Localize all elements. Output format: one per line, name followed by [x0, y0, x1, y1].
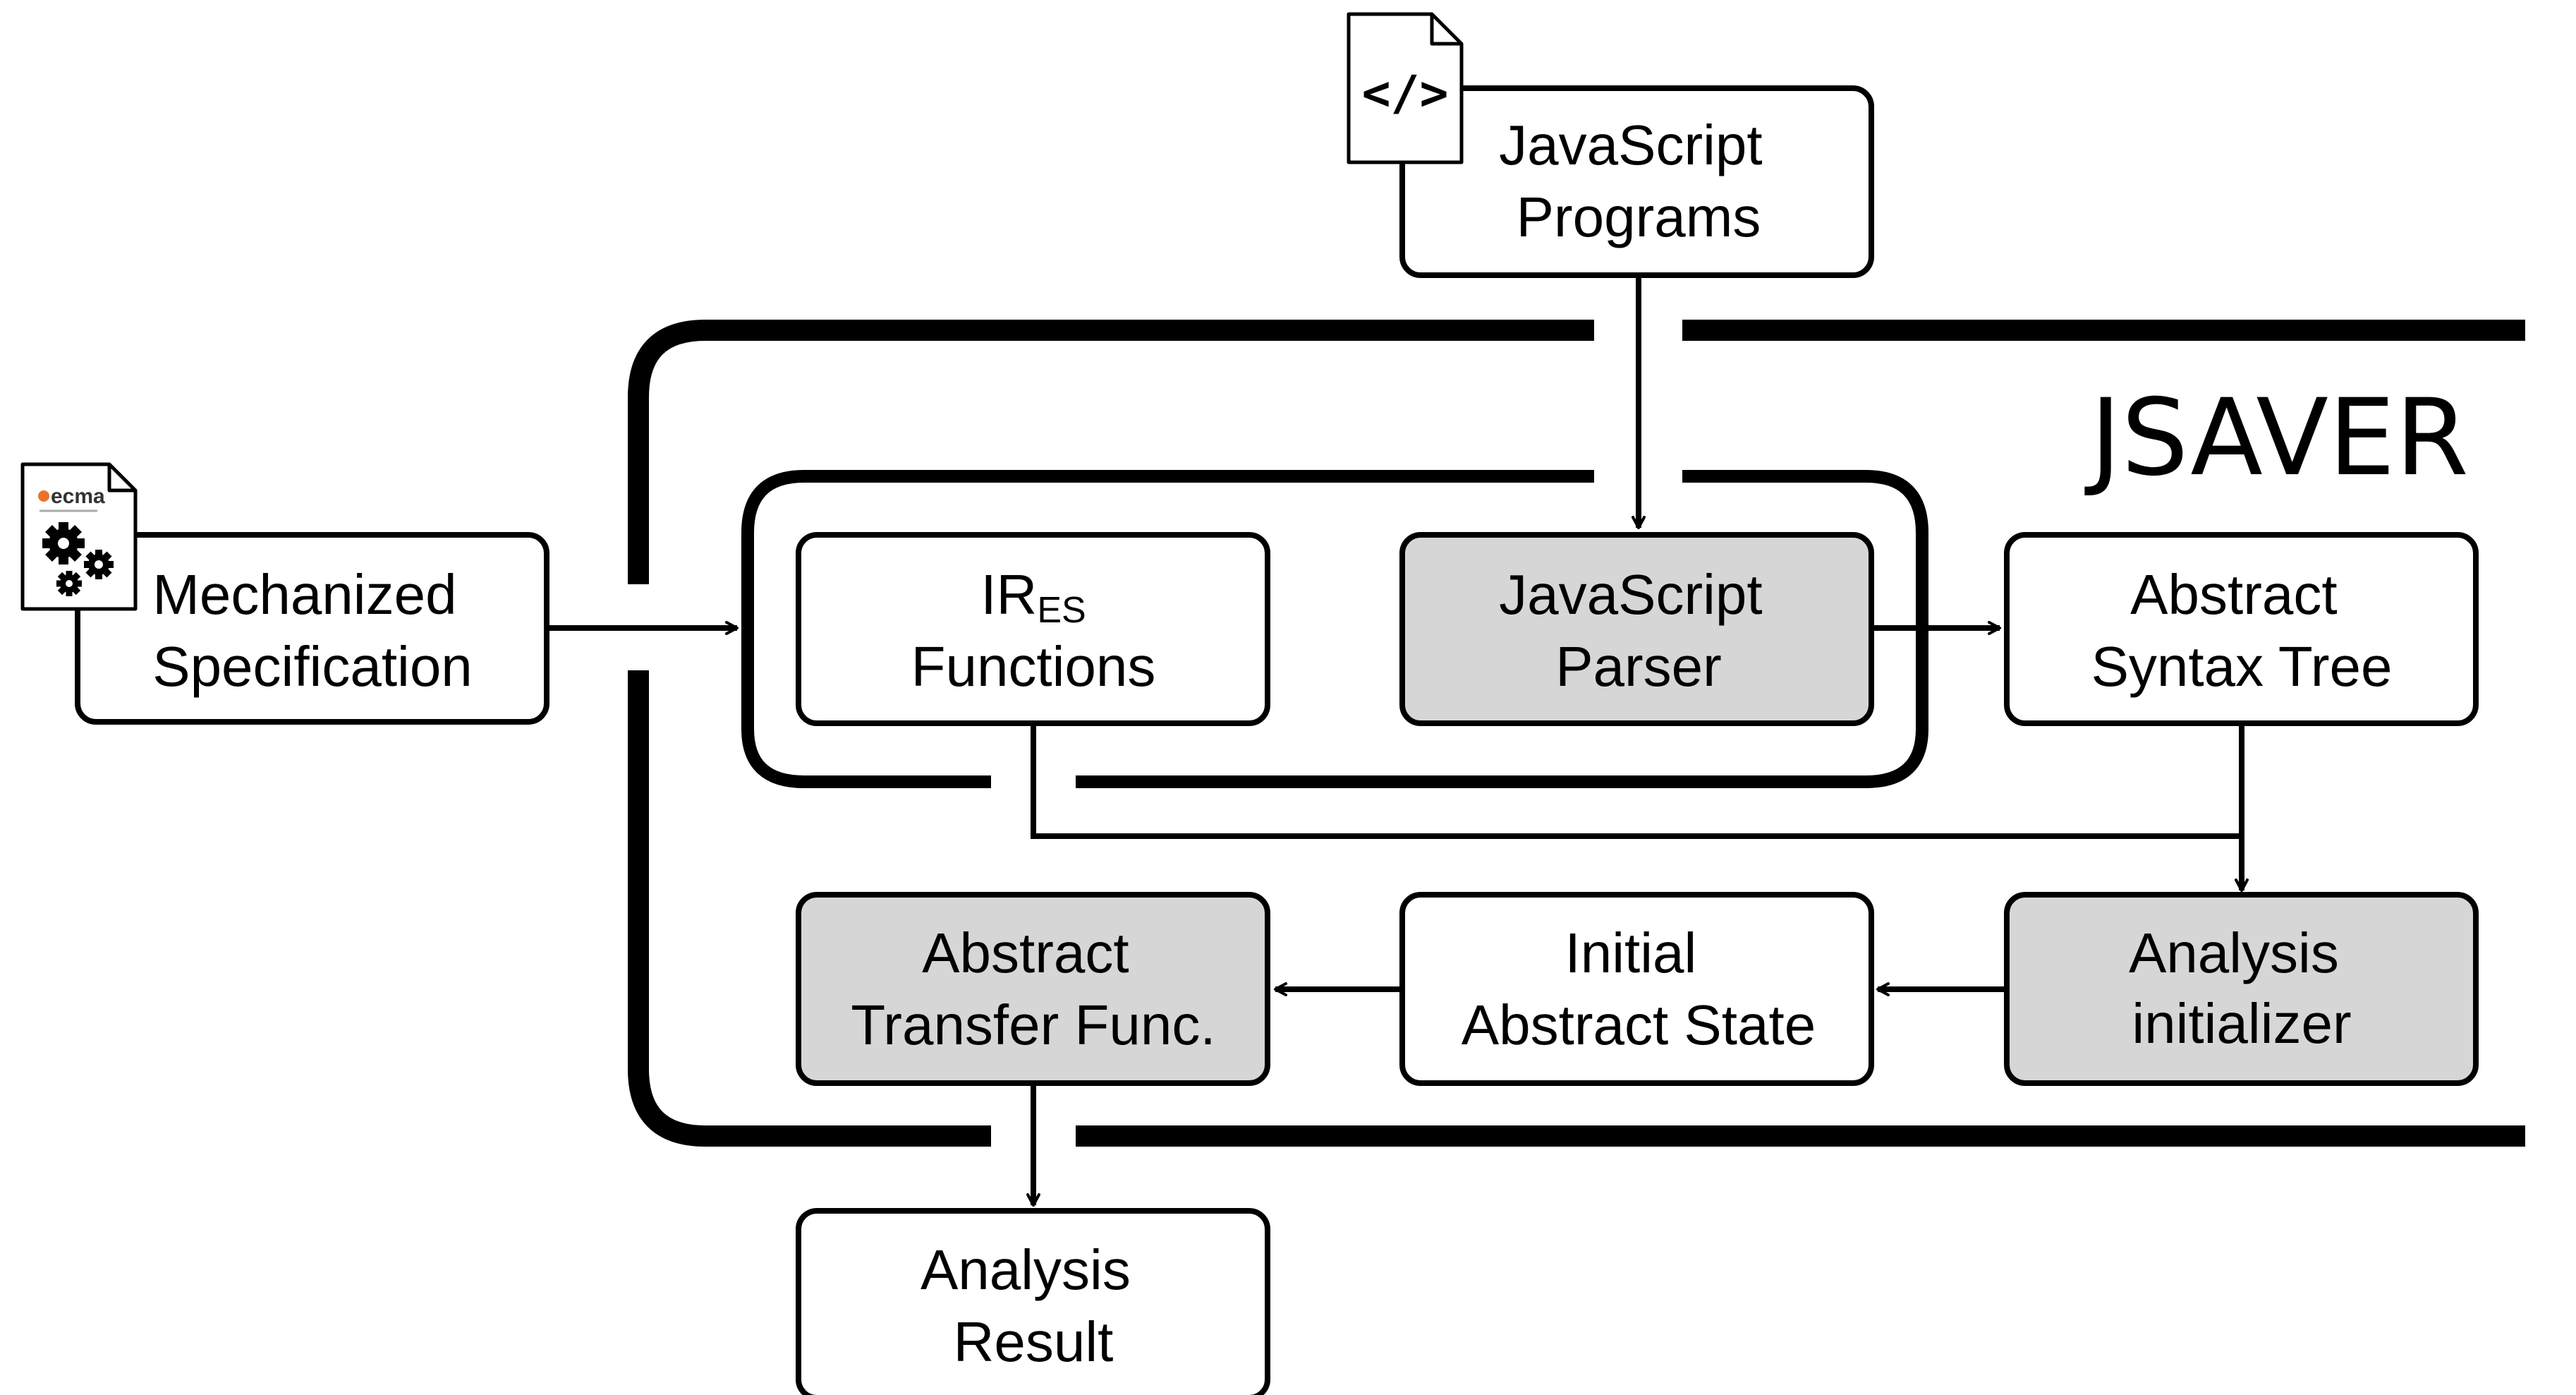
node-javascript-parser: JavaScript Parser — [1399, 532, 1874, 726]
state-label-line1: Initial — [1565, 922, 1697, 984]
jsaver-container: JSAVER — [628, 320, 2525, 1147]
initializer-label-line1: Analysis — [2129, 922, 2339, 984]
svg-text:JavaScript Parser: JavaScript Parser — [1499, 563, 1778, 698]
svg-text:Mechanized Specification: Mechanized Specification — [152, 563, 473, 698]
ir-label-line2: Functions — [911, 635, 1156, 698]
svg-text:Abstract Transfer Func.: Abstract Transfer Func. — [851, 922, 1215, 1056]
node-mechanized-specification: Mechanized Specification — [75, 532, 549, 725]
ecma-spec-gears-file-icon: ecma — [20, 462, 138, 611]
ast-label-line1: Abstract — [2130, 563, 2337, 626]
ir-label-subscript: ES — [1037, 590, 1086, 631]
code-glyph: </> — [1362, 66, 1449, 121]
gear-medium-icon — [84, 550, 114, 579]
jsaver-frame — [628, 320, 2525, 1147]
parser-label-line1: JavaScript — [1499, 563, 1762, 626]
state-label-line2: Abstract State — [1462, 994, 1816, 1056]
jsaver-title: JSAVER — [2084, 377, 2469, 500]
svg-text:Initial Abstract State: Initial Abstract State — [1462, 922, 1816, 1056]
node-ir-es-functions: IRES Functions — [796, 532, 1270, 726]
programs-label-line2: Programs — [1517, 186, 1761, 248]
gear-large-icon — [42, 522, 85, 564]
connectors — [547, 275, 2249, 1207]
ecma-logo-text: ecma — [51, 485, 105, 508]
transfer-label-line1: Abstract — [922, 922, 1129, 984]
node-analysis-initializer: Analysis initializer — [2004, 892, 2479, 1086]
svg-text:Abstract Syntax Tree: Abstract Syntax Tree — [2091, 563, 2393, 698]
code-file-icon: </> — [1347, 12, 1464, 164]
node-analysis-result: Analysis Result — [796, 1208, 1270, 1395]
ast-label-line2: Syntax Tree — [2091, 635, 2393, 698]
spec-label-line2: Specification — [152, 635, 473, 698]
transfer-label-line2: Transfer Func. — [851, 994, 1215, 1056]
node-initial-abstract-state: Initial Abstract State — [1399, 892, 1874, 1086]
inner-container-frame — [741, 470, 1928, 788]
gear-small-icon — [56, 571, 82, 596]
line-ir-to-initializer — [1031, 723, 2242, 839]
parser-label-line2: Parser — [1555, 635, 1722, 698]
node-javascript-programs: JavaScript Programs — [1399, 85, 1874, 278]
result-label-line1: Analysis — [921, 1238, 1131, 1301]
svg-text:Analysis initializer: Analysis initializer — [2129, 922, 2355, 1055]
result-label-line2: Result — [954, 1310, 1114, 1373]
svg-text:Analysis Result: Analysis Result — [921, 1238, 1146, 1373]
node-abstract-transfer-func: Abstract Transfer Func. — [796, 892, 1270, 1086]
node-abstract-syntax-tree: Abstract Syntax Tree — [2004, 532, 2479, 726]
programs-label-line1: JavaScript — [1499, 114, 1762, 176]
ir-label-main: IR — [980, 563, 1037, 626]
svg-text:JavaScript Programs: JavaScript Programs — [1499, 114, 1778, 248]
svg-text:IRES: IRES — [980, 563, 1086, 631]
spec-label-line1: Mechanized — [152, 563, 456, 626]
initializer-label-line2: initializer — [2132, 992, 2351, 1055]
